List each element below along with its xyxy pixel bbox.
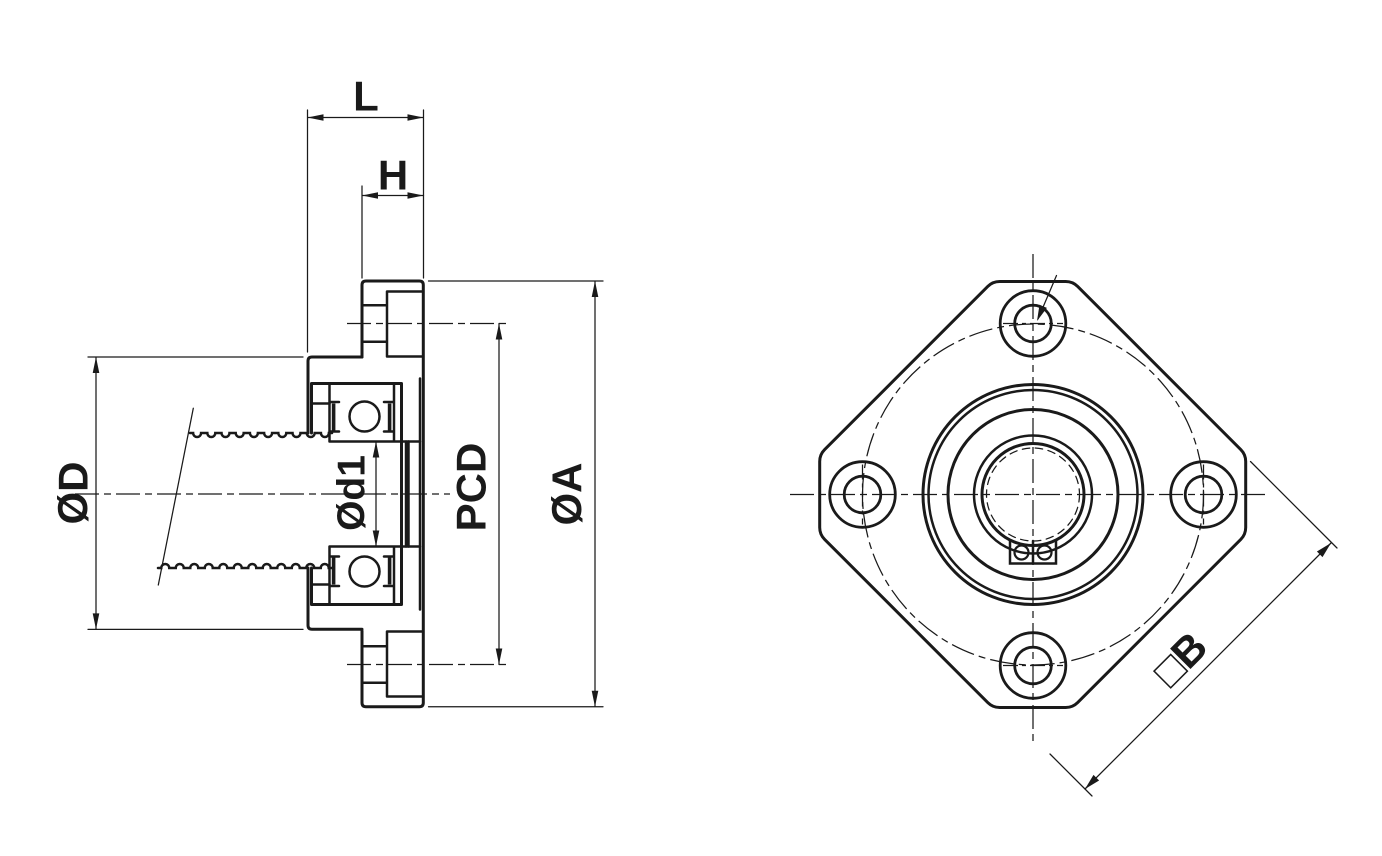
bottom-bolt-hole-section: [360, 630, 425, 698]
dim-label-overall-length: L: [353, 73, 379, 120]
bearing-seal: [387, 557, 392, 585]
recess-circle: [946, 408, 1120, 581]
top-bolt-hole-section: [360, 290, 425, 358]
dimension-PCD: PCD: [448, 322, 503, 666]
circlip-lugs: [1008, 538, 1058, 565]
bolt-hole-top: [998, 289, 1068, 358]
dimension-OD: ØD: [50, 356, 304, 631]
b-extension-line-upper: [1249, 460, 1338, 549]
dimension-B: □B: [1049, 460, 1338, 797]
bolt-hole-leader: [1037, 274, 1058, 321]
dim-label-pitch-circle-diameter: PCD: [448, 443, 495, 532]
bearing-ball-bottom: [348, 555, 381, 588]
dim-label-bore-diameter: Ød1: [331, 455, 374, 531]
bearing-seal: [331, 557, 336, 585]
pilot-chamfer-circle: [927, 388, 1139, 601]
bolt-hole-left: [828, 460, 897, 529]
dim-label-housing-diameter: ØD: [50, 462, 97, 525]
front-view: □B: [790, 254, 1338, 797]
dim-label-flange-diameter: ØA: [544, 463, 591, 526]
dim-label-flange-thickness: H: [378, 152, 408, 199]
bearing-ball-top: [348, 400, 381, 433]
flange-outline: [360, 279, 425, 709]
bearing-cavity: [310, 382, 403, 606]
pilot-outer-circle: [921, 383, 1145, 606]
bolt-hole-right: [1169, 460, 1238, 529]
spacer-collar: [404, 377, 422, 611]
bearing-seal: [331, 403, 336, 431]
b-extension-line-lower: [1049, 753, 1093, 797]
dimension-Od1: Ød1: [331, 440, 380, 548]
housing-outline: [306, 355, 364, 631]
square-flange-outline: [818, 280, 1248, 709]
side-section-view: L H ØD Ød1 PCD: [50, 73, 604, 709]
screw-thread-bottom: [156, 562, 334, 570]
bore-steps: [310, 402, 331, 586]
bolt-hole-bottom: [998, 631, 1068, 700]
dim-label-square-size: □B: [1144, 623, 1217, 696]
dimension-OA: ØA: [427, 280, 604, 708]
b-dimension-line: [1084, 542, 1332, 790]
screw-thread-top: [188, 431, 334, 439]
shaft-break-line: [157, 407, 194, 586]
dimension-L: L: [306, 73, 425, 353]
bearing-rings: [328, 382, 422, 606]
dimension-H: H: [361, 152, 425, 279]
bearing-seal: [387, 403, 392, 431]
